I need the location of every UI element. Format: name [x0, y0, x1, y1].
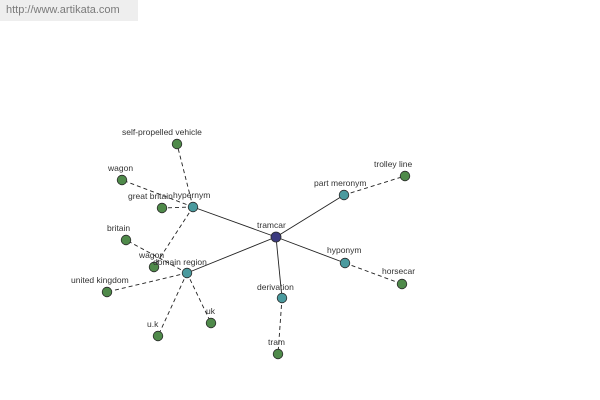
- leaf-node-britain[interactable]: [120, 234, 132, 246]
- site-url-link[interactable]: http://www.artikata.com: [6, 4, 120, 16]
- relation-label-hyponym: hyponym: [327, 245, 362, 255]
- leaf-node-self-propelled-vehicle[interactable]: [171, 138, 183, 150]
- relation-node-hyponym[interactable]: [339, 257, 351, 269]
- edge-domain-region-uk: [186, 272, 212, 324]
- edge-center-hyponym: [275, 236, 346, 264]
- relation-label-derivation: derivation: [257, 282, 294, 292]
- edge-hyponym-horsecar: [344, 262, 403, 285]
- leaf-node-wagon[interactable]: [116, 174, 128, 186]
- leaf-label-britain: britain: [107, 223, 130, 233]
- edge-center-part-meronym: [275, 194, 345, 238]
- leaf-node-wagon[interactable]: [148, 261, 160, 273]
- leaf-label-united-kingdom: united kingdom: [71, 275, 129, 285]
- edge-hypernym-self-propelled-vehicle: [176, 143, 194, 208]
- leaf-node-united-kingdom[interactable]: [101, 286, 113, 298]
- leaf-label-self-propelled-vehicle: self-propelled vehicle: [122, 127, 202, 137]
- edge-center-hypernym: [192, 206, 277, 238]
- center-node-label: tramcar: [257, 220, 286, 230]
- leaf-node-great-britain[interactable]: [156, 202, 168, 214]
- url-banner: http://www.artikata.com: [0, 0, 138, 21]
- relation-label-domain-region: domain region: [153, 257, 207, 267]
- leaf-label-great-britain: great britain: [128, 191, 173, 201]
- leaf-node-horsecar[interactable]: [396, 278, 408, 290]
- node-layer: [101, 138, 411, 360]
- edge-center-derivation: [275, 236, 283, 299]
- center-node-tramcar[interactable]: [270, 231, 282, 243]
- leaf-label-uk: uk: [206, 306, 216, 316]
- edge-part-meronym-trolley-line: [343, 175, 406, 196]
- leaf-node-tram[interactable]: [272, 348, 284, 360]
- leaf-label-u-k: u.k: [147, 319, 159, 329]
- edge-hypernym-wagon: [121, 179, 194, 208]
- edge-domain-region-britain: [125, 239, 188, 274]
- leaf-node-trolley-line[interactable]: [399, 170, 411, 182]
- edge-hypernym-great-britain: [161, 206, 194, 209]
- edge-hypernym-wagon: [153, 206, 194, 268]
- relation-label-part-meronym: part meronym: [314, 178, 366, 188]
- leaf-label-tram: tram: [268, 337, 285, 347]
- leaf-node-uk[interactable]: [205, 317, 217, 329]
- edge-center-domain-region: [186, 236, 277, 274]
- label-layer: tramcar hypernym self-propelled vehicle wag…: [71, 127, 415, 347]
- relation-node-part-meronym[interactable]: [338, 189, 350, 201]
- edge-layer: [106, 143, 406, 355]
- relation-node-derivation[interactable]: [276, 292, 288, 304]
- leaf-label-trolley-line: trolley line: [374, 159, 413, 169]
- leaf-label-wagon: wagon: [138, 250, 164, 260]
- leaf-label-wagon: wagon: [107, 163, 133, 173]
- relation-node-hypernym[interactable]: [187, 201, 199, 213]
- relation-node-domain-region[interactable]: [181, 267, 193, 279]
- relation-label-hypernym: hypernym: [173, 190, 210, 200]
- leaf-node-u-k[interactable]: [152, 330, 164, 342]
- edge-derivation-tram: [277, 297, 283, 355]
- edge-domain-region-u-k: [157, 272, 188, 337]
- leaf-label-horsecar: horsecar: [382, 266, 415, 276]
